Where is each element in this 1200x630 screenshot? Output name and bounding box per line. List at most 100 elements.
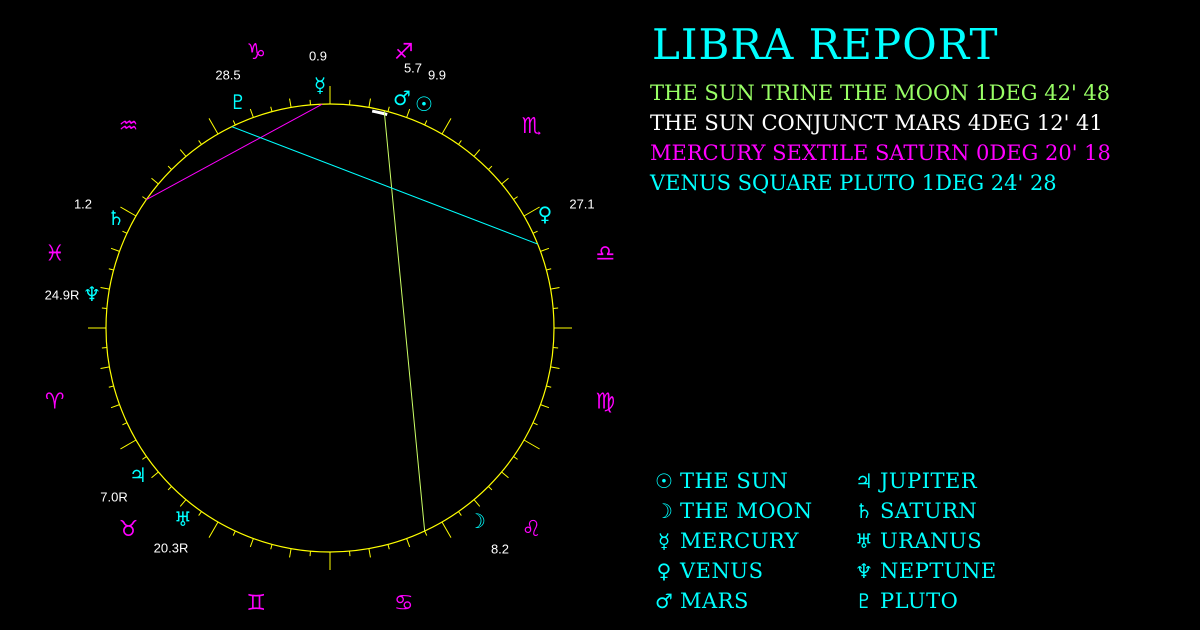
degree-tick xyxy=(249,538,254,548)
planet-degree-label: 1.2 xyxy=(74,197,92,212)
zodiac-sign-glyph: ♍ xyxy=(595,389,615,414)
aspect-mercury-sextile-saturn: MERCURY SEXTILE SATURN 0DEG 20' 18 xyxy=(650,141,1111,165)
degree-tick xyxy=(532,230,538,234)
legend-label: THE SUN xyxy=(680,469,789,493)
degree-tick xyxy=(441,118,452,135)
degree-tick xyxy=(424,530,428,536)
legend-label: VENUS xyxy=(680,559,764,583)
planet-degree-label: 24.9R xyxy=(45,288,80,303)
mars-icon: ♂ xyxy=(655,589,673,613)
degree-tick xyxy=(122,230,128,234)
planet-degree-label: 28.5 xyxy=(215,68,240,83)
zodiac-sign-glyph: ♋ xyxy=(394,591,414,616)
degree-tick xyxy=(179,499,187,507)
planet-glyph: ♃ xyxy=(129,463,147,487)
degree-tick xyxy=(458,511,462,516)
zodiac-sign-glyph: ♐ xyxy=(394,40,414,65)
saturn-icon: ♄ xyxy=(855,499,873,523)
degree-tick xyxy=(424,120,428,126)
pluto-icon: ♇ xyxy=(855,589,873,613)
degree-tick xyxy=(387,544,390,550)
degree-tick xyxy=(232,530,236,536)
zodiac-sign-glyph: ♓ xyxy=(45,242,65,267)
degree-tick xyxy=(532,422,538,426)
legend-item-pluto: ♇ PLUTO xyxy=(848,586,1028,616)
degree-tick xyxy=(151,177,159,185)
degree-tick xyxy=(540,247,550,252)
planet-degree-label: 8.2 xyxy=(491,542,509,557)
degree-tick xyxy=(501,471,509,479)
degree-tick xyxy=(100,287,110,290)
planet-degree-label: 0.9 xyxy=(309,49,327,64)
degree-tick xyxy=(473,149,481,157)
degree-tick xyxy=(523,206,540,217)
aspect-line xyxy=(146,103,323,200)
degree-tick xyxy=(108,268,114,271)
degree-tick xyxy=(458,140,462,145)
degree-tick xyxy=(167,165,172,170)
page-title: LIBRA REPORT xyxy=(652,20,999,69)
planet-degree-label: 5.7 xyxy=(404,61,422,76)
zodiac-sign-glyph: ♌ xyxy=(522,517,542,542)
zodiac-sign-glyph: ♉ xyxy=(119,517,139,542)
degree-tick xyxy=(110,247,120,252)
degree-tick xyxy=(249,108,254,118)
zodiac-sign-glyph: ♏ xyxy=(522,114,542,139)
jupiter-icon: ♃ xyxy=(855,469,873,493)
degree-tick xyxy=(270,106,273,112)
degree-tick xyxy=(120,439,137,450)
degree-tick xyxy=(406,538,411,548)
degree-tick xyxy=(488,486,493,491)
legend-item-venus: ♀ VENUS xyxy=(648,556,848,586)
degree-tick xyxy=(501,177,509,185)
degree-tick xyxy=(289,98,292,108)
zodiac-sign-glyph: ♑ xyxy=(246,40,266,65)
degree-tick xyxy=(232,120,236,126)
venus-icon: ♀ xyxy=(656,559,672,583)
chart-wheel: ♑♐♏♎♍♌♋♊♉♈♓♒☿0.9♇28.5♂5.7☉9.9♀27.1♄1.2♆2… xyxy=(45,40,616,616)
degree-tick xyxy=(198,511,202,516)
degree-tick xyxy=(368,98,371,108)
aspect-list: THE SUN TRINE THE MOON 1DEG 42' 48 THE S… xyxy=(650,78,1111,198)
degree-tick xyxy=(513,456,518,460)
aspect-sun-trine-moon: THE SUN TRINE THE MOON 1DEG 42' 48 xyxy=(650,81,1111,105)
zodiac-sign-glyph: ♒ xyxy=(119,114,139,139)
degree-tick xyxy=(368,548,371,558)
legend-label: SATURN xyxy=(880,499,978,523)
neptune-icon: ♆ xyxy=(855,559,873,583)
legend-label: NEPTUNE xyxy=(880,559,997,583)
conjunction-highlight xyxy=(371,109,388,116)
degree-tick xyxy=(441,521,452,538)
degree-tick xyxy=(546,268,552,271)
legend-item-mercury: ☿ MERCURY xyxy=(648,526,848,556)
legend-label: MERCURY xyxy=(680,529,799,553)
degree-tick xyxy=(550,287,560,290)
degree-tick xyxy=(513,196,518,200)
sun-icon: ☉ xyxy=(655,469,673,493)
aspect-line xyxy=(231,126,538,245)
planet-degree-label: 7.0R xyxy=(100,490,127,505)
aspect-venus-square-pluto: VENUS SQUARE PLUTO 1DEG 24' 28 xyxy=(650,171,1057,195)
degree-tick xyxy=(387,106,390,112)
planet-glyph: ♅ xyxy=(174,507,192,531)
legend-label: MARS xyxy=(680,589,749,613)
aspect-sun-conjunct-mars: THE SUN CONJUNCT MARS 4DEG 12' 41 xyxy=(650,111,1103,135)
zodiac-circle xyxy=(105,103,555,553)
legend-item-neptune: ♆ NEPTUNE xyxy=(848,556,1028,586)
mercury-icon: ☿ xyxy=(657,529,671,553)
planet-glyph: ☽ xyxy=(468,509,486,533)
zodiac-sign-glyph: ♎ xyxy=(595,242,615,267)
planet-glyph: ♄ xyxy=(107,206,125,230)
legend-label: THE MOON xyxy=(680,499,813,523)
legend-label: JUPITER xyxy=(880,469,978,493)
degree-tick xyxy=(179,149,187,157)
planet-degree-label: 20.3R xyxy=(154,541,189,556)
degree-tick xyxy=(406,108,411,118)
degree-tick xyxy=(523,439,540,450)
planet-glyph: ☉ xyxy=(415,92,433,116)
planet-legend: ☉THE SUN ♃JUPITER ☽THE MOON ♄SATURN ☿MER… xyxy=(648,466,1028,616)
legend-item-mars: ♂ MARS xyxy=(648,586,848,616)
planet-glyph: ♀ xyxy=(538,202,553,226)
legend-label: PLUTO xyxy=(880,589,959,613)
planet-degree-label: 27.1 xyxy=(569,197,594,212)
